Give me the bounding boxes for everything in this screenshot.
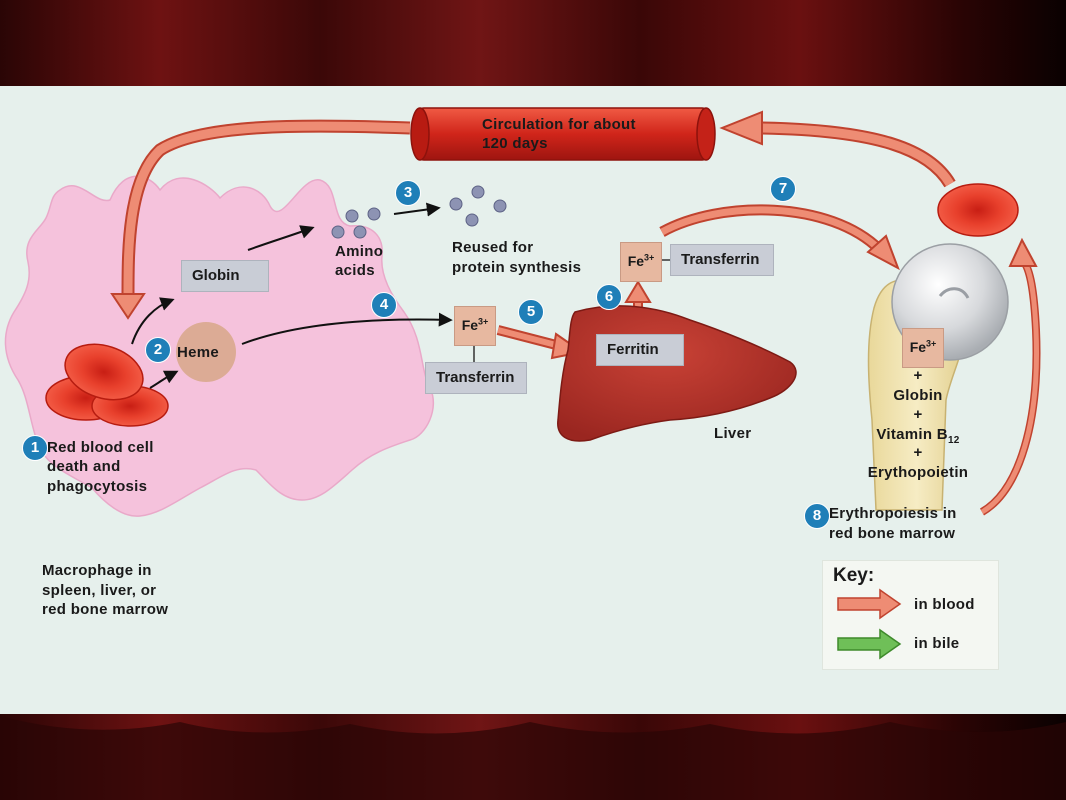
transferrin-box-macrophage: Transferrin <box>425 362 527 394</box>
rbc-label-line3: phagocytosis <box>47 477 147 497</box>
step-badge-5: 5 <box>518 299 544 325</box>
fe-charge: 3+ <box>478 316 488 326</box>
globin-box: Globin <box>181 260 269 292</box>
macrophage-label-line3: red bone marrow <box>42 600 168 620</box>
circulation-label-line1: Circulation for about <box>482 115 636 135</box>
step-badge-2: 2 <box>145 337 171 363</box>
plus-1: + <box>888 366 948 386</box>
fe-symbol: Fe <box>462 317 478 333</box>
vitamin-subscript: 12 <box>948 435 960 446</box>
reused-label-line1: Reused for <box>452 238 533 258</box>
rbc-label-line2: death and <box>47 457 121 477</box>
macrophage-label-line1: Macrophage in <box>42 561 152 581</box>
heme-label: Heme <box>177 343 219 363</box>
erythropoiesis-label-line2: red bone marrow <box>829 524 955 544</box>
step-badge-7: 7 <box>770 176 796 202</box>
fe-symbol: Fe <box>628 253 644 269</box>
amino-label-line2: acids <box>335 261 375 281</box>
step-badge-3: 3 <box>395 180 421 206</box>
ferritin-box: Ferritin <box>596 334 684 366</box>
macrophage-label-line2: spleen, liver, or <box>42 581 156 601</box>
key-bile-label: in bile <box>914 634 959 654</box>
circulation-label-line2: 120 days <box>482 134 548 154</box>
fe-box-bone: Fe3+ <box>902 328 944 368</box>
step-badge-4: 4 <box>371 292 397 318</box>
plus-2: + <box>888 405 948 425</box>
rbc-label-line1: Red blood cell <box>47 438 154 458</box>
key-blood-label: in blood <box>914 595 975 615</box>
reused-label-line2: protein synthesis <box>452 258 581 278</box>
fe-box-macrophage: Fe3+ <box>454 306 496 346</box>
fe-charge: 3+ <box>926 338 936 348</box>
bone-globin-label: Globin <box>868 386 968 406</box>
vitamin-text: Vitamin B <box>876 426 948 443</box>
amino-label-line1: Amino <box>335 242 383 262</box>
erythopoietin-label: Erythopoietin <box>853 463 983 483</box>
plus-3: + <box>888 443 948 463</box>
liver-label: Liver <box>714 424 751 444</box>
step-badge-6: 6 <box>596 284 622 310</box>
fe-box-liver: Fe3+ <box>620 242 662 282</box>
erythropoiesis-label-line1: Erythropoiesis in <box>829 504 957 524</box>
fe-symbol: Fe <box>910 339 926 355</box>
vitamin-label: Vitamin B12 <box>858 425 978 445</box>
step-badge-1: 1 <box>22 435 48 461</box>
step-badge-8: 8 <box>804 503 830 529</box>
transferrin-box-liver: Transferrin <box>670 244 774 276</box>
fe-charge: 3+ <box>644 252 654 262</box>
